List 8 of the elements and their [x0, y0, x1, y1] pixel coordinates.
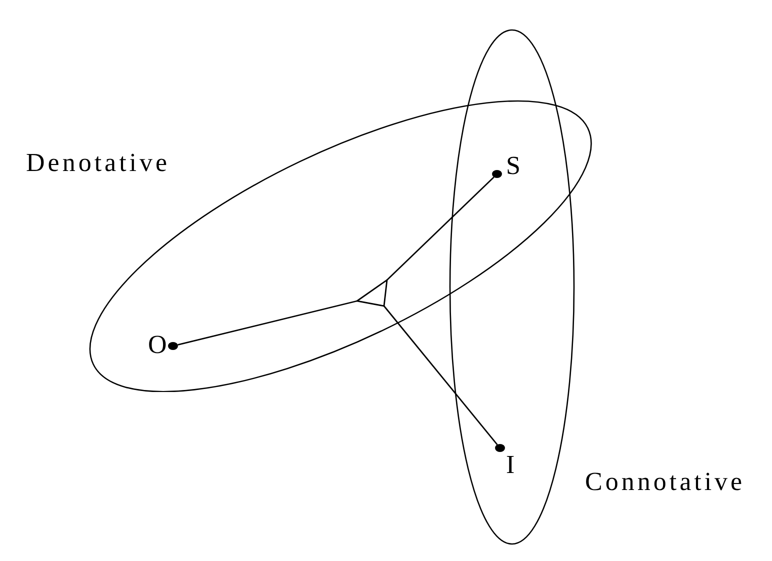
- region-label: Connotative: [585, 469, 746, 495]
- connector-line: [383, 306, 498, 446]
- connector-line: [386, 176, 494, 280]
- region-label: Denotative: [26, 150, 170, 176]
- point-label: I: [506, 452, 515, 478]
- connector-line: [178, 300, 358, 346]
- point-label: S: [506, 153, 520, 179]
- point-label: O: [148, 332, 167, 358]
